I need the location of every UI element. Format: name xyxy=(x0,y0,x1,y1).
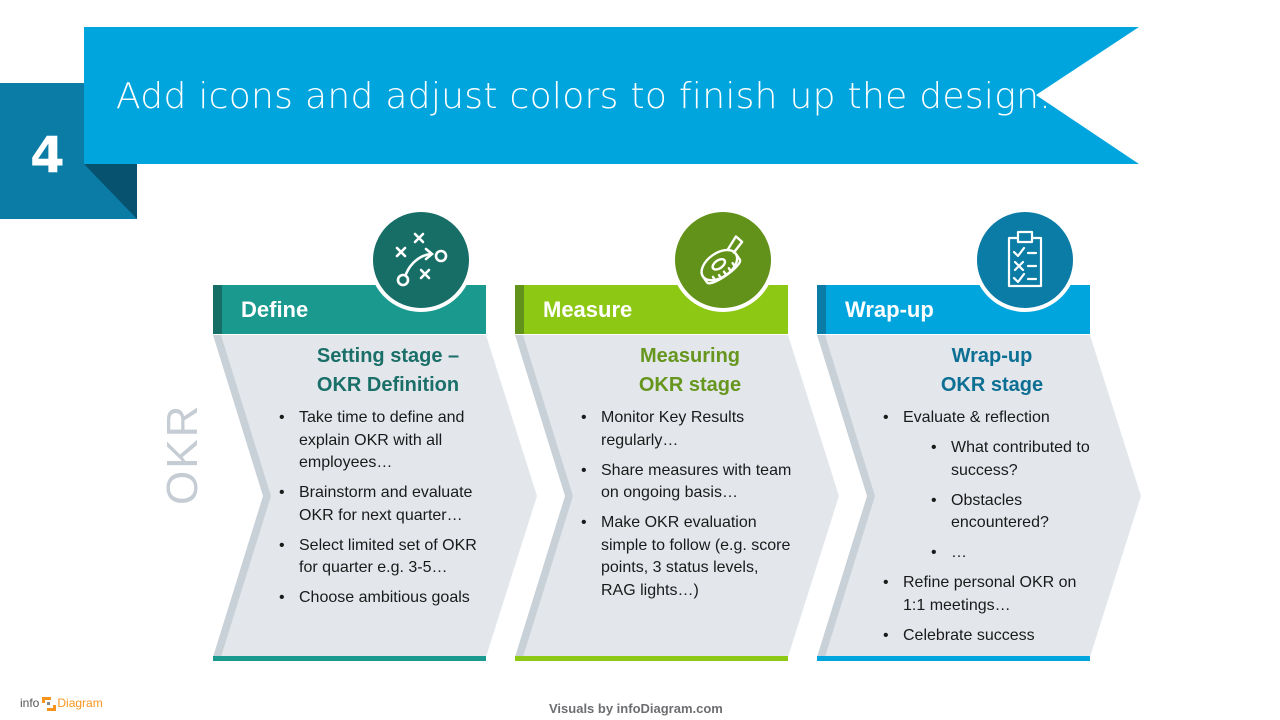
bullet-item: Make OKR evaluation simple to follow (e.… xyxy=(581,512,796,602)
stage-column-measure: Measure Measuring OKR stage Monitor Key … xyxy=(515,200,845,670)
stage-title: Measuring OKR stage xyxy=(575,342,805,400)
slide-title: Add icons and adjust colors to finish up… xyxy=(116,76,1051,117)
logo-mark-icon xyxy=(42,697,57,711)
bullet-item: Celebrate success xyxy=(883,625,1098,648)
stage-column-define: Define Setting stage – OKR Definition Ta… xyxy=(213,200,543,670)
stage-icon-circle xyxy=(671,208,775,312)
footer-credit: Visuals by infoDiagram.com xyxy=(549,701,723,716)
stage-title-line: OKR Definition xyxy=(316,374,460,396)
sub-bullet-item: … xyxy=(931,542,1098,565)
bullet-item: Select limited set of OKR for quarter e.… xyxy=(279,535,494,580)
bullet-item: Choose ambitious goals xyxy=(279,587,494,610)
stage-title: Setting stage – OKR Definition xyxy=(273,342,503,400)
stage-title-line: OKR stage xyxy=(638,374,742,396)
title-ribbon xyxy=(84,27,1139,164)
stage-header-label: Define xyxy=(241,297,309,322)
step-number: 4 xyxy=(30,126,65,184)
stage-header-label: Measure xyxy=(543,297,633,322)
stage-bottom-bar xyxy=(515,656,788,661)
infodiagram-logo: info Diagram xyxy=(20,696,103,711)
stage-bottom-bar xyxy=(213,656,486,661)
logo-text-info: info xyxy=(20,696,40,710)
stage-title-line: Setting stage – xyxy=(316,345,460,367)
stage-header-edge xyxy=(515,285,524,334)
bullet-item: Brainstorm and evaluate OKR for next qua… xyxy=(279,482,494,527)
stage-title: Wrap-up OKR stage xyxy=(877,342,1107,400)
stage-title-line: Measuring xyxy=(639,345,741,367)
measuring-tape-icon xyxy=(700,235,744,285)
logo-text-diagram: Diagram xyxy=(57,696,103,710)
bullet-item: Refine personal OKR on 1:1 meetings… xyxy=(883,572,1098,617)
bullet-item: Evaluate & reflection xyxy=(883,407,1098,430)
stage-column-wrap-up: Wrap-up Wrap-up OKR stage Evaluate & ref… xyxy=(817,200,1147,670)
stage-title-line: Wrap-up xyxy=(951,345,1033,367)
bullet-item: Take time to define and explain OKR with… xyxy=(279,407,494,475)
bullet-list: Monitor Key Results regularly… Share mea… xyxy=(581,407,796,610)
stage-icon-circle xyxy=(973,208,1077,312)
checklist-clipboard-icon xyxy=(1007,230,1043,288)
bullet-item: Monitor Key Results regularly… xyxy=(581,407,796,452)
sub-bullet-item: What contributed to success? xyxy=(931,437,1098,482)
stage-header-label: Wrap-up xyxy=(845,297,934,322)
stage-icon-circle xyxy=(369,208,473,312)
bullet-item: Share measures with team on ongoing basi… xyxy=(581,460,796,505)
stage-bottom-bar xyxy=(817,656,1090,661)
stage-header-edge xyxy=(213,285,222,334)
sub-bullet-item: Obstacles encountered? xyxy=(931,490,1098,535)
stage-header-edge xyxy=(817,285,826,334)
bullet-list: Take time to define and explain OKR with… xyxy=(279,407,494,617)
okr-side-label: OKR xyxy=(158,403,207,505)
strategy-play-icon xyxy=(395,232,448,287)
bullet-list: Evaluate & reflection What contributed t… xyxy=(883,407,1098,655)
stage-title-line: OKR stage xyxy=(940,374,1044,396)
